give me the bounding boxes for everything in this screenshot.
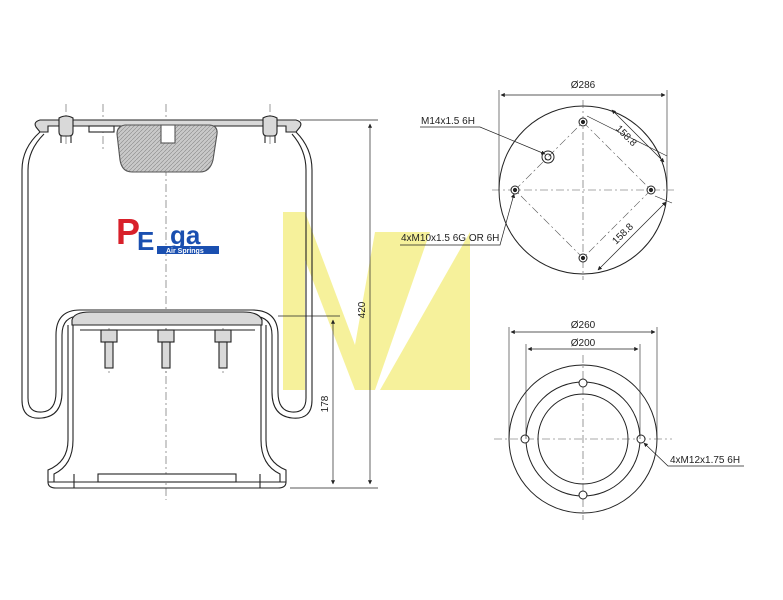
piston-body: [47, 325, 287, 489]
piston-base-slot: [97, 473, 237, 483]
height-dimensions: [278, 119, 378, 489]
logo-letter-e: E: [137, 226, 154, 256]
logo-letter-p: P: [116, 211, 140, 252]
bottom-bolt-holes: [520, 378, 646, 500]
height-420-label: 420: [357, 301, 368, 318]
air-inlet-slot: [160, 124, 176, 144]
logo-tagline-bar: [157, 246, 219, 254]
top-diameter-label: Ø286: [571, 80, 596, 91]
top-view: [400, 90, 674, 280]
top-center-port: [541, 150, 555, 164]
bottom-hole-thread-label: 4xM12x1.75 6H: [670, 455, 740, 466]
logo-tagline: Air Springs: [166, 248, 204, 255]
bellow-inner: [27, 133, 307, 413]
top-studs: [58, 115, 278, 143]
hole-spacing-2-label: 158.8: [610, 221, 636, 247]
height-178-label: 178: [320, 395, 331, 412]
bellow-outer: [21, 131, 313, 419]
watermark-logo: [283, 212, 470, 390]
air-inlet-section: [116, 124, 218, 173]
pega-logo: P E ga Air Springs: [116, 211, 219, 256]
bottom-outer-diameter-label: Ø260: [571, 320, 596, 331]
bottom-view: [494, 327, 744, 520]
piston-bolts: [100, 329, 232, 369]
piston-top-plate: [71, 311, 263, 326]
hole-spacing-1-label: 158.8: [613, 123, 639, 149]
top-plate-slot: [88, 125, 115, 133]
logo-letters-ga: ga: [170, 220, 201, 250]
top-hole-thread-label: 4xM10x1.5 6G OR 6H: [401, 233, 499, 244]
side-view: [21, 104, 378, 500]
center-thread-label: M14x1.5 6H: [421, 116, 475, 127]
top-bolt-holes: [510, 117, 656, 263]
bottom-inner-diameter-label: Ø200: [571, 338, 596, 349]
